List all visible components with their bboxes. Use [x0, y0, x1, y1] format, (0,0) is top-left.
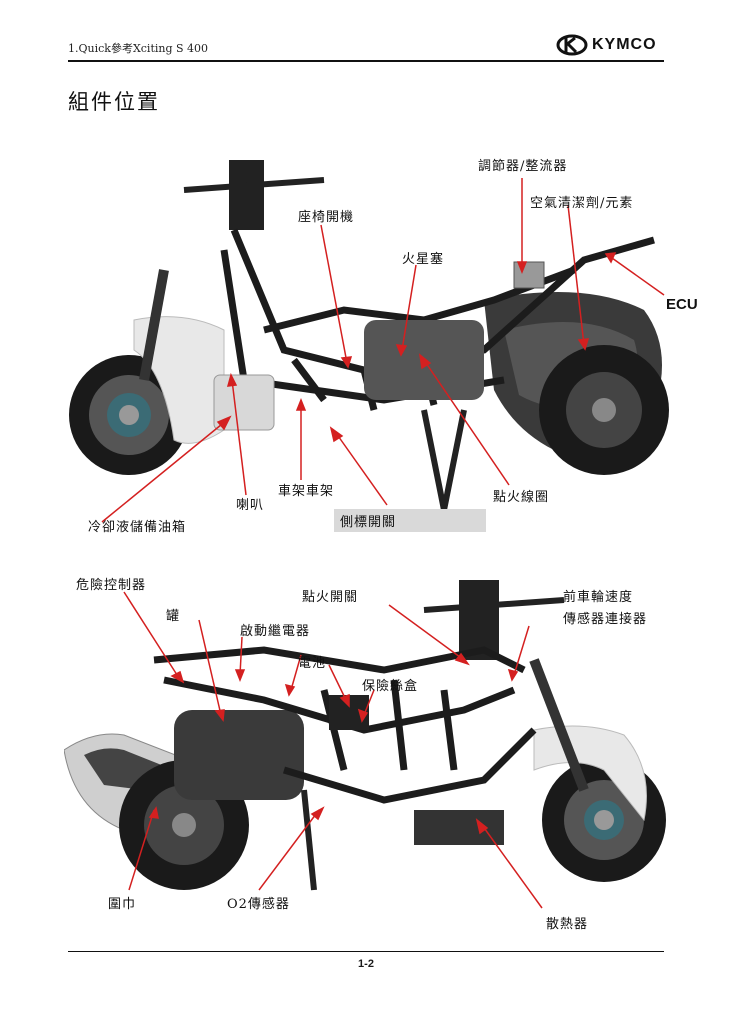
page-title: 組件位置	[68, 90, 160, 114]
footer-divider	[68, 951, 664, 952]
brand-logo: KYMCO	[556, 34, 657, 56]
brand-name: KYMCO	[592, 36, 657, 53]
label-side-stand-switch: 側標開關	[334, 509, 486, 532]
label-regulator: 調節器/整流器	[478, 159, 568, 174]
kymco-logo-icon	[556, 34, 588, 56]
label-fuse-box: 保險絲盒	[362, 679, 419, 694]
label-air-cleaner: 空氣清潔劑/元素	[530, 196, 634, 211]
label-horn: 喇叭	[236, 498, 265, 513]
label-seat-opener: 座椅開機	[298, 210, 355, 225]
label-o2-sensor: O2傳感器	[227, 897, 290, 912]
label-front-wheel-speed-sensor-1: 前車輪速度	[563, 590, 634, 605]
label-battery: 電池	[298, 656, 327, 671]
header-divider	[68, 60, 664, 62]
label-ecu: ECU	[666, 296, 698, 313]
label-ignition-switch: 點火開關	[302, 590, 359, 605]
label-coolant-reservoir: 冷卻液儲備油箱	[88, 520, 187, 535]
label-front-wheel-speed-sensor-2: 傳感器連接器	[563, 612, 648, 627]
label-muffler: 圍巾	[108, 897, 137, 912]
label-spark-plug: 火星塞	[402, 252, 445, 267]
scooter-left-side-photo	[64, 580, 666, 909]
running-header: 1.Quick參考Xciting S 400	[68, 42, 209, 55]
label-ignition-coil: 點火線圈	[493, 490, 550, 505]
scooter-right-side-photo	[69, 160, 669, 523]
page-number: 1-2	[358, 958, 374, 970]
label-radiator: 散熱器	[546, 917, 589, 932]
label-canister: 罐	[166, 609, 181, 624]
label-frame: 車架車架	[278, 484, 335, 499]
label-starter-relay: 啟動繼電器	[240, 624, 311, 639]
label-hazard-controller: 危險控制器	[76, 578, 147, 593]
